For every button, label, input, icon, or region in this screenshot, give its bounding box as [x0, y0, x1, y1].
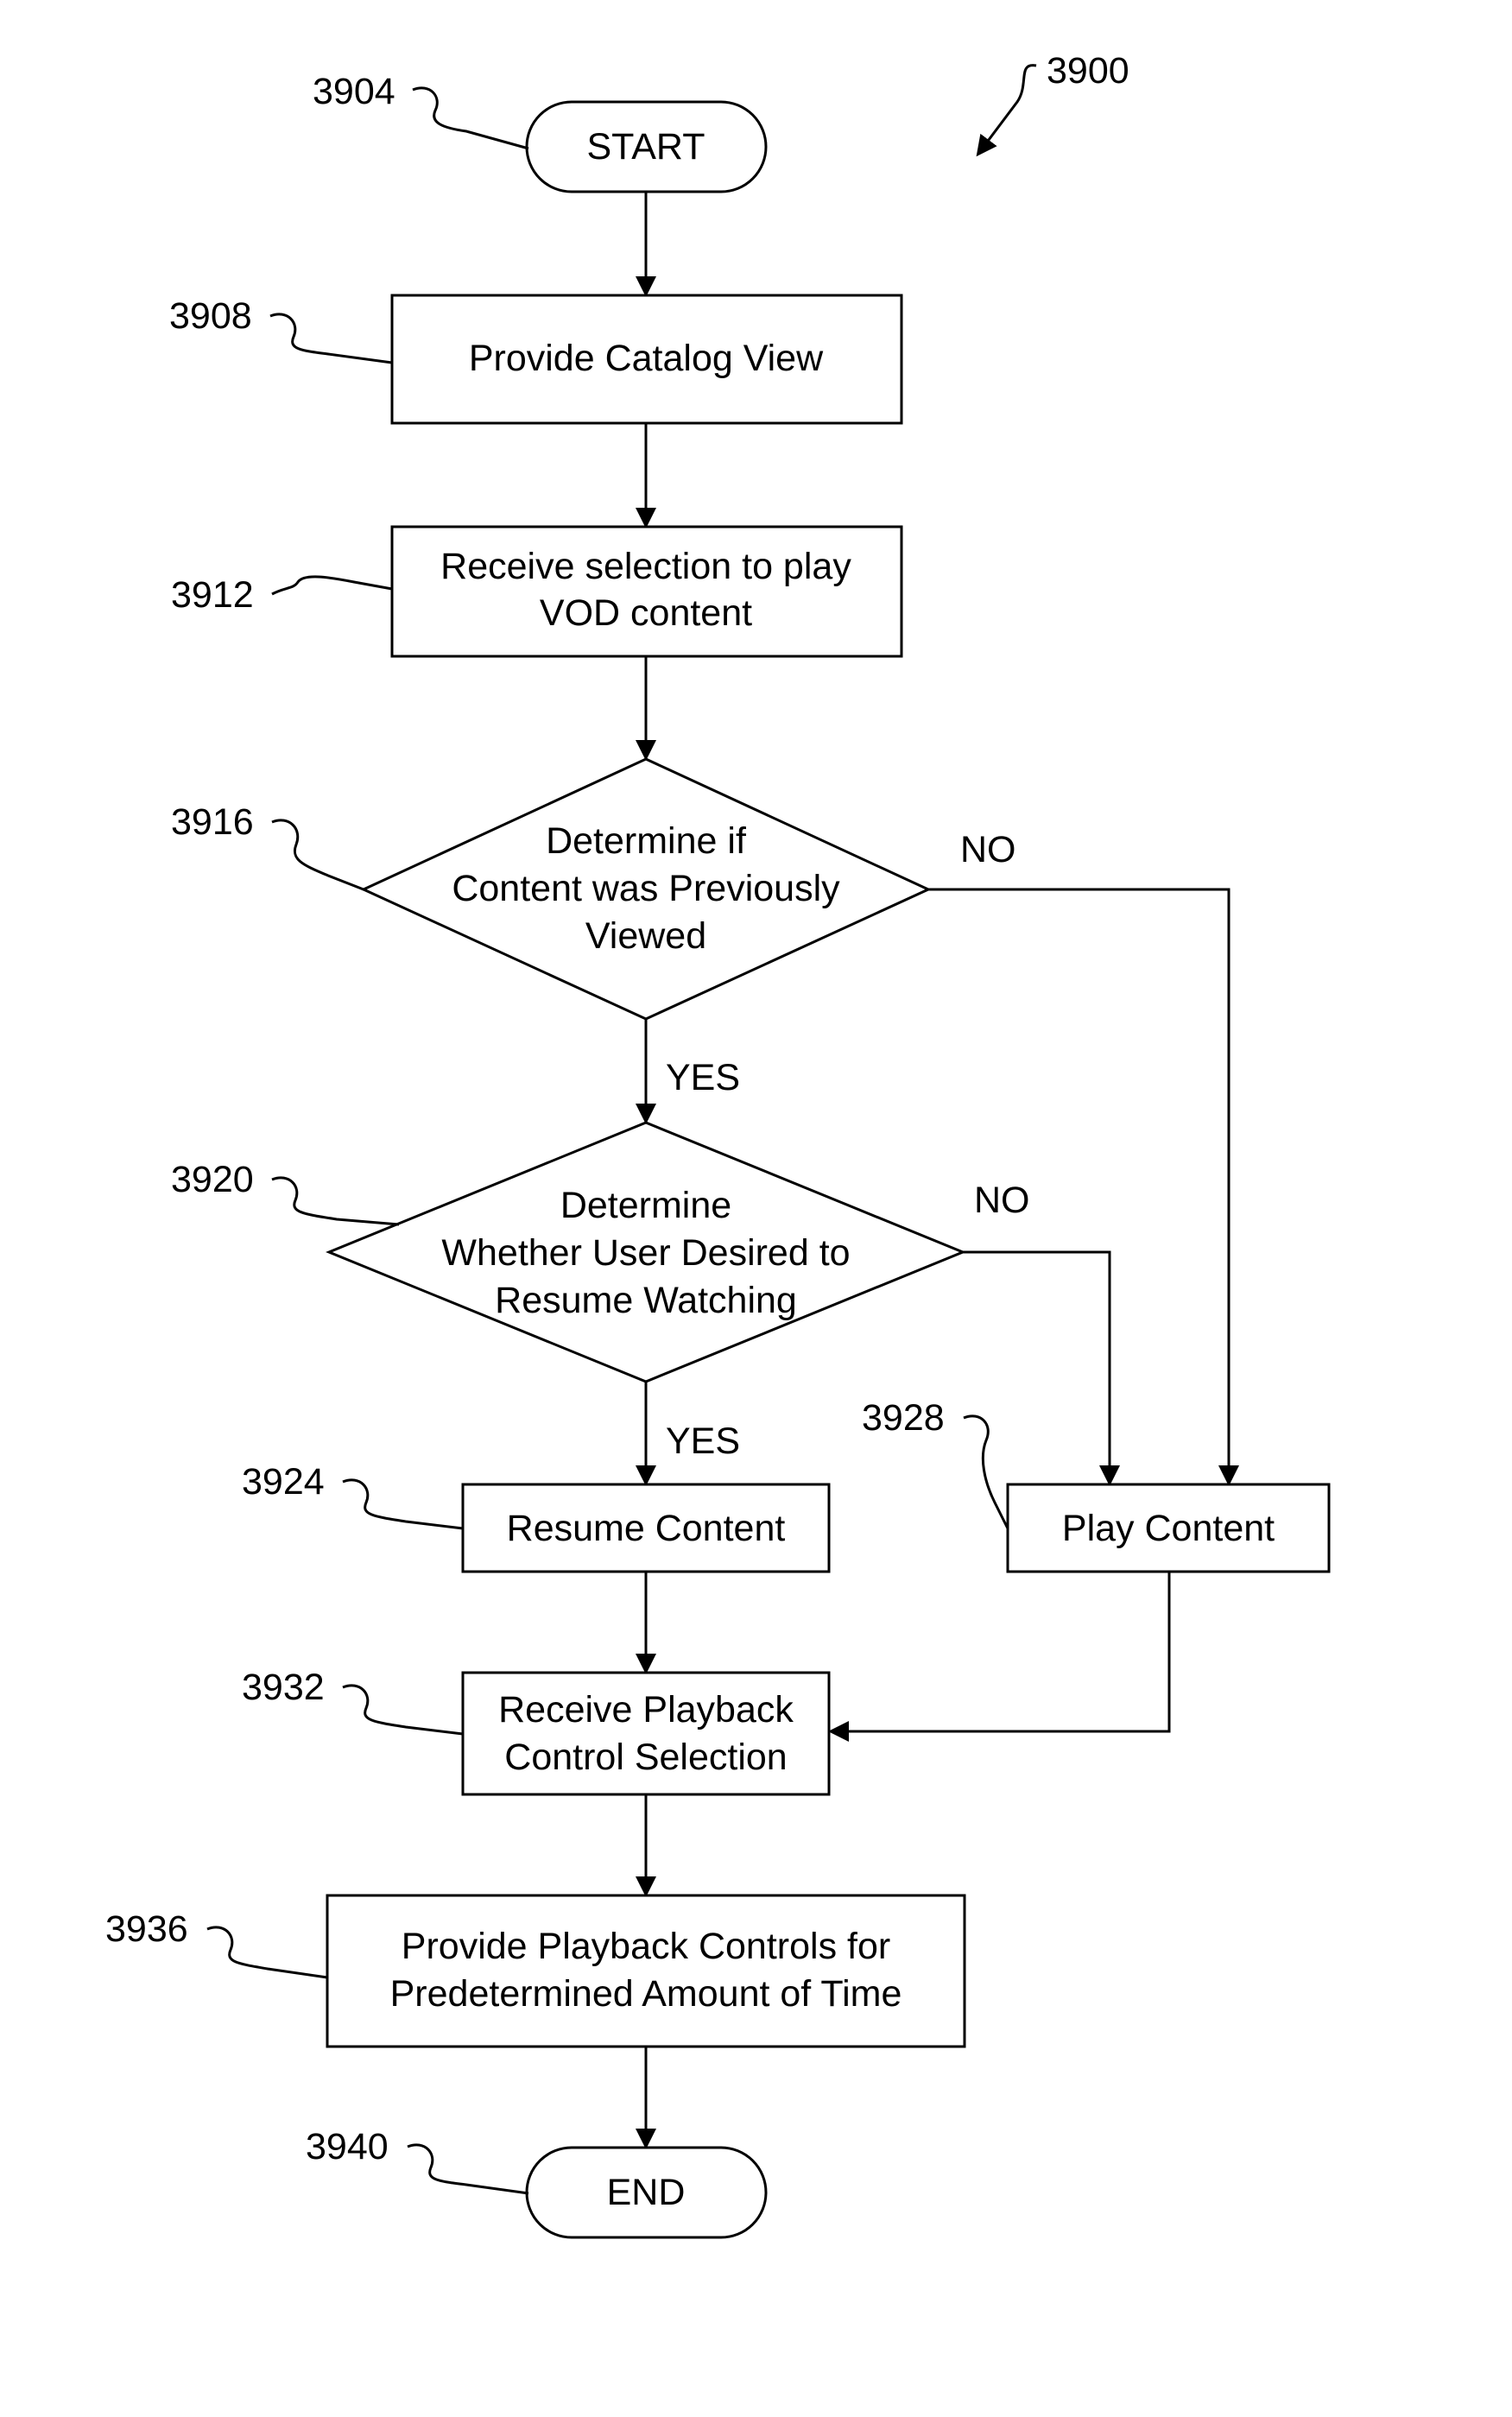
end-node-label: END: [607, 2172, 686, 2213]
ref-3932-leader: [343, 1686, 463, 1734]
catalog-view-label: Provide Catalog View: [469, 338, 824, 379]
ref-3904-leader: [413, 88, 528, 149]
ref-3932-label: 3932: [242, 1667, 325, 1708]
end-node: END: [527, 2148, 766, 2237]
ref-3912-leader: [272, 577, 392, 594]
ref-3916-leader: [272, 820, 364, 889]
previously-viewed-line1: Determine if: [546, 820, 747, 862]
receive-selection-line2: VOD content: [540, 592, 752, 634]
resume-desired-line2: Whether User Desired to: [441, 1232, 850, 1274]
ref-3936-label: 3936: [105, 1908, 188, 1950]
decision1-yes-label: YES: [666, 1057, 740, 1098]
resume-content-step: Resume Content: [463, 1484, 829, 1572]
resume-desired-line3: Resume Watching: [495, 1280, 797, 1321]
catalog-view-step: Provide Catalog View: [392, 295, 902, 423]
ref-3940-label: 3940: [306, 2126, 389, 2167]
ref-3924-leader: [343, 1480, 463, 1528]
ref-3920-label: 3920: [171, 1159, 254, 1200]
ref-3920-leader: [272, 1178, 399, 1224]
decision1-no-label: NO: [960, 829, 1016, 870]
receive-selection-line1: Receive selection to play: [440, 546, 851, 587]
receive-selection-step: Receive selection to play VOD content: [392, 527, 902, 656]
provide-controls-step: Provide Playback Controls for Predetermi…: [327, 1895, 965, 2047]
ref-3924-label: 3924: [242, 1461, 325, 1503]
provide-controls-line1: Provide Playback Controls for: [402, 1926, 890, 1967]
ref-3908-leader: [270, 314, 392, 363]
figure-ref-label: 3900: [1047, 50, 1129, 92]
ref-3916-label: 3916: [171, 801, 254, 843]
play-content-label: Play Content: [1062, 1508, 1275, 1549]
ref-3940-leader: [408, 2145, 528, 2193]
ref-3928-label: 3928: [862, 1397, 945, 1439]
ref-3928-leader: [964, 1416, 1008, 1528]
receive-playback-step: Receive Playback Control Selection: [463, 1673, 829, 1794]
ref-3912-label: 3912: [171, 574, 254, 616]
previously-viewed-line3: Viewed: [585, 915, 706, 957]
start-node: START: [527, 102, 766, 192]
decision2-no-label: NO: [974, 1180, 1030, 1221]
ref-3908-label: 3908: [169, 295, 252, 337]
ref-3936-leader: [207, 1927, 327, 1977]
ref-3904-label: 3904: [313, 71, 395, 112]
resume-desired-line1: Determine: [560, 1185, 731, 1226]
edge-play-to-playback: [832, 1572, 1169, 1731]
resume-desired-decision: Determine Whether User Desired to Resume…: [329, 1123, 963, 1382]
resume-content-label: Resume Content: [507, 1508, 786, 1549]
figure-ref-arrow: [978, 66, 1036, 154]
receive-playback-line2: Control Selection: [504, 1737, 787, 1778]
decision2-yes-label: YES: [666, 1420, 740, 1462]
provide-controls-line2: Predetermined Amount of Time: [390, 1973, 902, 2015]
receive-playback-line1: Receive Playback: [498, 1689, 794, 1730]
play-content-step: Play Content: [1008, 1484, 1329, 1572]
start-node-label: START: [587, 126, 705, 168]
previously-viewed-decision: Determine if Content was Previously View…: [364, 759, 928, 1019]
previously-viewed-line2: Content was Previously: [452, 868, 840, 909]
